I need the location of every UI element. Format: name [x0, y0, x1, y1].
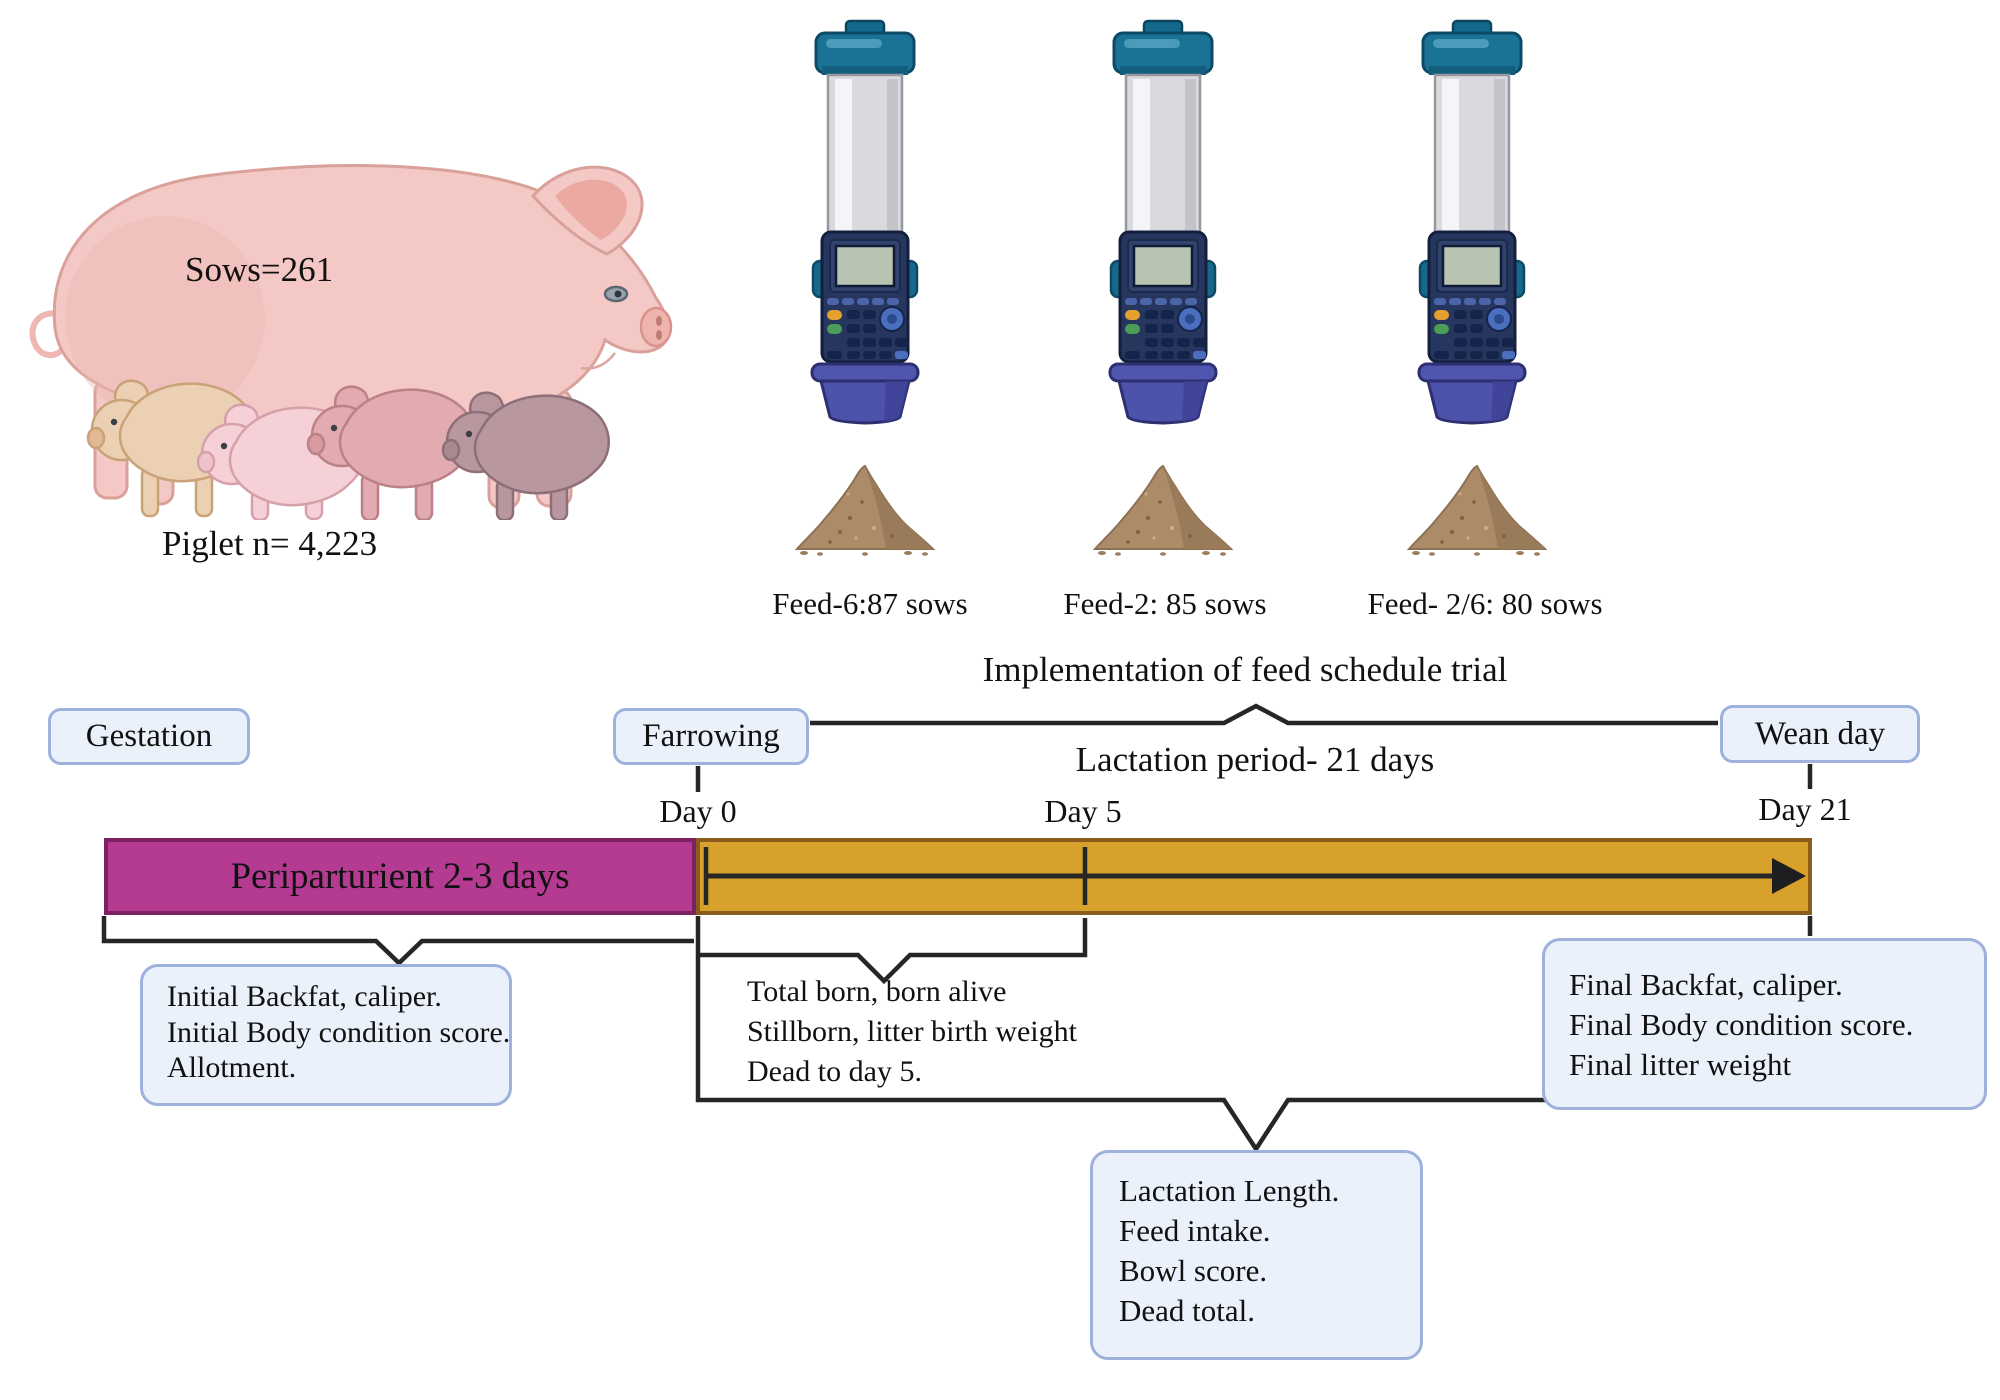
note-line: Allotment. — [167, 1051, 297, 1084]
sow-snout — [639, 306, 673, 348]
lactation-measures-box: Lactation Length. Feed intake. Bowl scor… — [1090, 1150, 1423, 1360]
feed-dispenser-icon — [800, 18, 930, 425]
feed-pile-icon — [1402, 458, 1552, 560]
implementation-title: Implementation of feed schedule trial — [982, 650, 1508, 689]
stage-label-farrowing: Farrowing — [642, 718, 780, 754]
note-line: Stillborn, litter birth weight — [747, 1015, 1077, 1048]
birth-measures-note: Total born, born alive Stillborn, litter… — [747, 972, 1077, 1092]
note-line: Dead total. — [1119, 1293, 1256, 1328]
feed-pile-icon — [790, 458, 940, 560]
note-line: Final litter weight — [1569, 1047, 1792, 1082]
stage-box-farrowing: Farrowing — [613, 708, 809, 765]
initial-notes-bracket — [101, 916, 694, 967]
piglet-4 — [441, 391, 610, 520]
stage-box-wean-day: Wean day — [1720, 705, 1920, 763]
stage-label-gestation: Gestation — [85, 718, 213, 754]
lactation-bar — [696, 838, 1812, 915]
note-line: Final Body condition score. — [1569, 1007, 1914, 1042]
note-line: Feed intake. — [1119, 1213, 1271, 1248]
lactation-period-label: Lactation period- 21 days — [1075, 740, 1435, 779]
note-line: Initial Backfat, caliper. — [167, 980, 442, 1013]
stage-box-gestation: Gestation — [48, 708, 250, 765]
day21-label: Day 21 — [1758, 791, 1852, 827]
sows-count-label: Sows=261 — [185, 250, 334, 289]
feed-pile-icon — [1088, 458, 1238, 560]
sow-piglets-illustration — [29, 164, 673, 520]
piglet-3 — [306, 385, 475, 520]
feed-dispenser-icon — [1098, 18, 1228, 425]
feed-group-label-3: Feed- 2/6: 80 sows — [1367, 586, 1603, 621]
periparturient-bar: Periparturient 2-3 days — [104, 838, 696, 915]
final-measures-box: Final Backfat, caliper. Final Body condi… — [1542, 938, 1987, 1110]
note-line: Lactation Length. — [1119, 1173, 1340, 1208]
note-line: Total born, born alive — [747, 975, 1007, 1008]
implementation-bracket — [810, 703, 1718, 726]
stage-label-wean-day: Wean day — [1754, 715, 1886, 752]
day5-label: Day 5 — [1044, 793, 1122, 829]
feed-group-label-2: Feed-2: 85 sows — [1063, 586, 1267, 621]
sow-tail — [29, 310, 66, 358]
note-line: Dead to day 5. — [747, 1055, 922, 1088]
feed-group-label-1: Feed-6:87 sows — [772, 586, 968, 621]
note-line: Initial Body condition score. — [167, 1015, 511, 1049]
feed-dispenser-icon — [1407, 18, 1537, 425]
note-line: Bowl score. — [1119, 1253, 1268, 1288]
note-line: Final Backfat, caliper. — [1569, 967, 1843, 1002]
day0-label: Day 0 — [659, 793, 737, 829]
piglet-count-label: Piglet n= 4,223 — [162, 524, 378, 563]
periparturient-label: Periparturient 2-3 days — [230, 856, 570, 897]
initial-measures-box: Initial Backfat, caliper. Initial Body c… — [140, 964, 512, 1106]
